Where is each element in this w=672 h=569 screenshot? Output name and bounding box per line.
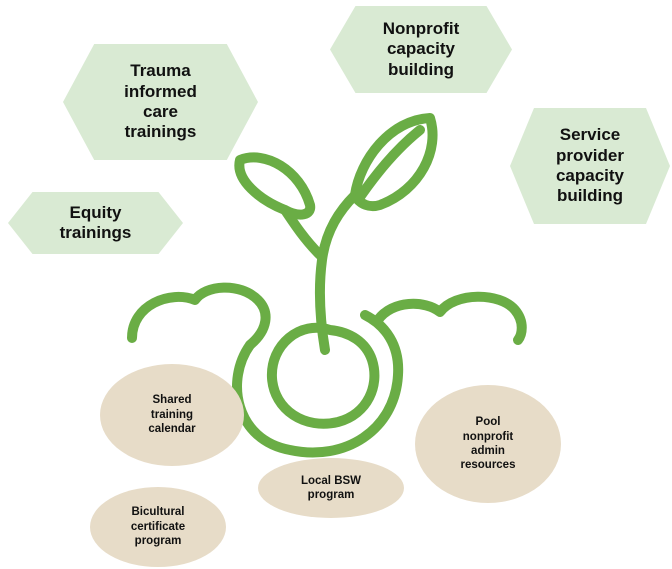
oval-label: Bicultural certificate program: [130, 506, 186, 548]
stem: [314, 190, 360, 355]
seed-inner: [266, 322, 380, 429]
hexagon-shape: [330, 6, 512, 93]
oval-shared-training-calendar: Shared training calendar: [100, 364, 244, 466]
hexagon-trauma-informed-care: Trauma informed care trainings: [63, 44, 258, 160]
hexagon-label: Service provider capacity building: [555, 125, 625, 206]
oval-pool-nonprofit-admin: Pool nonprofit admin resources: [415, 385, 561, 503]
hexagon-label: Nonprofit capacity building: [382, 18, 460, 79]
oval-local-bsw-program: Local BSW program: [258, 458, 404, 518]
right-leaf: [350, 113, 438, 212]
ground-left-line: [127, 282, 271, 350]
oval-label: Pool nonprofit admin resources: [460, 416, 516, 472]
ground-right-line: [373, 291, 527, 345]
oval-label: Shared training calendar: [148, 394, 196, 436]
oval-label: Local BSW program: [300, 474, 362, 501]
hexagon-shape: [63, 44, 258, 160]
oval-bicultural-certificate: Bicultural certificate program: [90, 487, 226, 567]
hexagon-label: Trauma informed care trainings: [124, 61, 197, 142]
hexagon-service-provider: Service provider capacity building: [510, 108, 670, 224]
hexagon-label: Equity trainings: [59, 202, 132, 242]
hexagon-equity: Equity trainings: [8, 192, 183, 254]
left-leaf: [234, 152, 316, 220]
hexagon-shape: [8, 192, 183, 254]
right-leaf-vein: [353, 125, 425, 205]
hexagon-shape: [510, 108, 670, 224]
hexagon-nonprofit-capacity: Nonprofit capacity building: [330, 6, 512, 93]
